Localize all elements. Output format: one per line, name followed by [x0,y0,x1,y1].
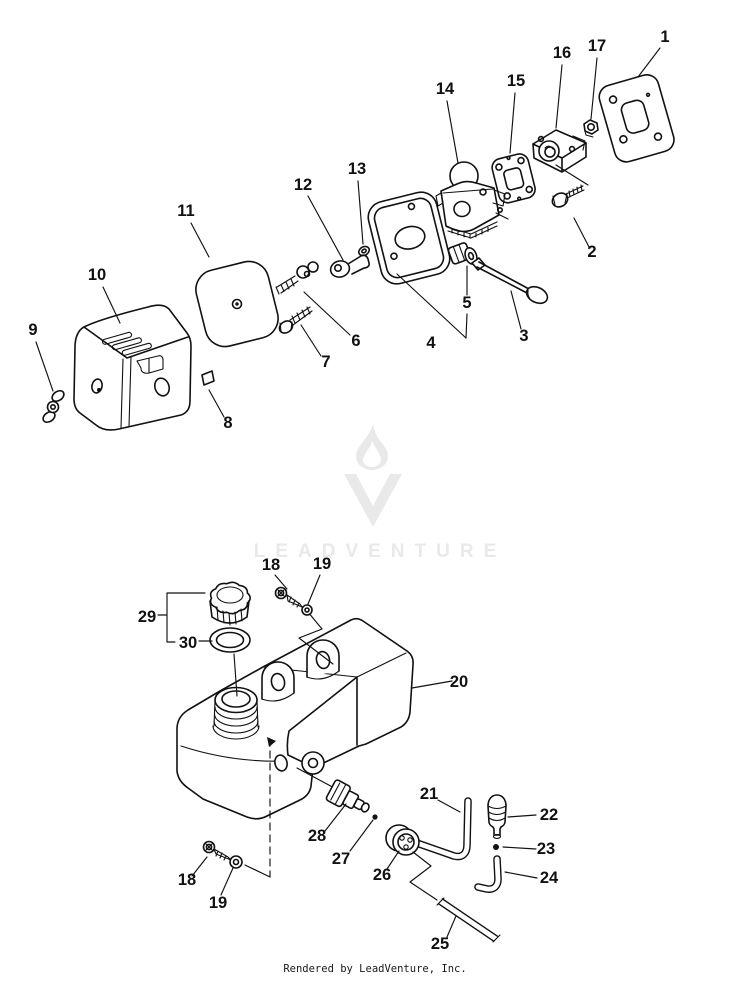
part-label-14: 14 [436,80,455,98]
part-label-29: 29 [138,608,156,626]
leadventure-watermark: LEADVENTURE [254,424,507,562]
choke-rod-3-drawing [471,257,549,305]
nut-17-drawing [583,119,599,138]
wing-nut-9-drawing [42,389,65,424]
fuel-line-24-drawing [474,855,502,893]
part-label-4: 4 [426,334,436,352]
fuel-filter-22-drawing [487,794,507,840]
filter-element-11-drawing [195,260,279,348]
fuel-line-21-drawing [407,797,472,861]
part-label-20: 20 [450,673,468,691]
part-label-9: 9 [28,321,37,339]
fuel-cap-29-drawing [209,581,251,626]
footer-credit: Rendered by LeadVenture, Inc. [283,963,466,975]
part-label-24: 24 [540,869,559,887]
air-cleaner-carburetor-drawing [42,74,675,431]
screw-6-drawing [275,261,319,295]
part-label-19-top: 19 [313,555,331,573]
washer-13-drawing [357,245,371,257]
part-label-13: 13 [348,160,366,178]
screw-2-drawing [551,184,585,208]
choke-lever-12-drawing [329,254,370,278]
washer-19-top-drawing [301,604,313,616]
part-label-1: 1 [660,28,669,46]
gasket-plate-1-drawing [598,74,675,163]
part-label-12: 12 [294,176,312,194]
part-label-22: 22 [540,806,558,824]
screw-18-bottom-drawing [202,840,232,861]
insulator-16-drawing [532,129,587,173]
clip-27-drawing [372,814,378,820]
carburetor-14-drawing [435,161,509,240]
part-label-26: 26 [373,866,391,884]
callout-labels: 1 2 3 4 5 6 7 8 9 10 11 12 13 14 15 16 1… [28,28,669,953]
part-label-7: 7 [321,353,330,371]
air-cleaner-cover-10-drawing [73,304,192,431]
part-label-2: 2 [587,243,596,261]
cap-gasket-30-drawing [209,627,251,653]
part-label-27: 27 [332,850,350,868]
fuel-line-25-drawing [409,851,501,943]
part-label-18-top: 18 [262,556,280,574]
screw-7-drawing [278,306,313,334]
part-label-11: 11 [177,202,194,220]
part-label-10: 10 [88,266,106,284]
part-label-5: 5 [462,294,471,312]
grommet-5-drawing [447,242,478,266]
part-label-17: 17 [588,37,606,55]
leader-lines [35,47,661,938]
gasket-15-drawing [491,153,536,204]
fuel-fitting-28-drawing [325,779,370,813]
part-label-8: 8 [223,414,232,432]
part-label-19-bottom: 19 [209,894,227,912]
part-label-30: 30 [179,634,197,652]
part-label-16: 16 [553,44,571,62]
part-label-3: 3 [519,327,528,345]
clip-8-drawing [201,370,215,386]
part-label-21: 21 [420,785,438,803]
part-label-15: 15 [507,72,525,90]
air-cleaner-base-4-drawing [367,191,451,285]
screw-18-top-drawing [274,586,303,608]
fuel-tank-20-drawing [176,611,414,878]
part-label-18-bottom: 18 [178,871,196,889]
grommet-26-drawing [385,824,420,856]
fuel-tank-drawing [176,581,507,943]
part-label-28: 28 [308,827,326,845]
part-label-25: 25 [431,935,449,953]
part-label-6: 6 [351,332,360,350]
washer-19-bottom-drawing [229,855,243,869]
watermark-text: LEADVENTURE [254,541,507,562]
clip-23-drawing [493,844,499,850]
part-label-23: 23 [537,840,555,858]
